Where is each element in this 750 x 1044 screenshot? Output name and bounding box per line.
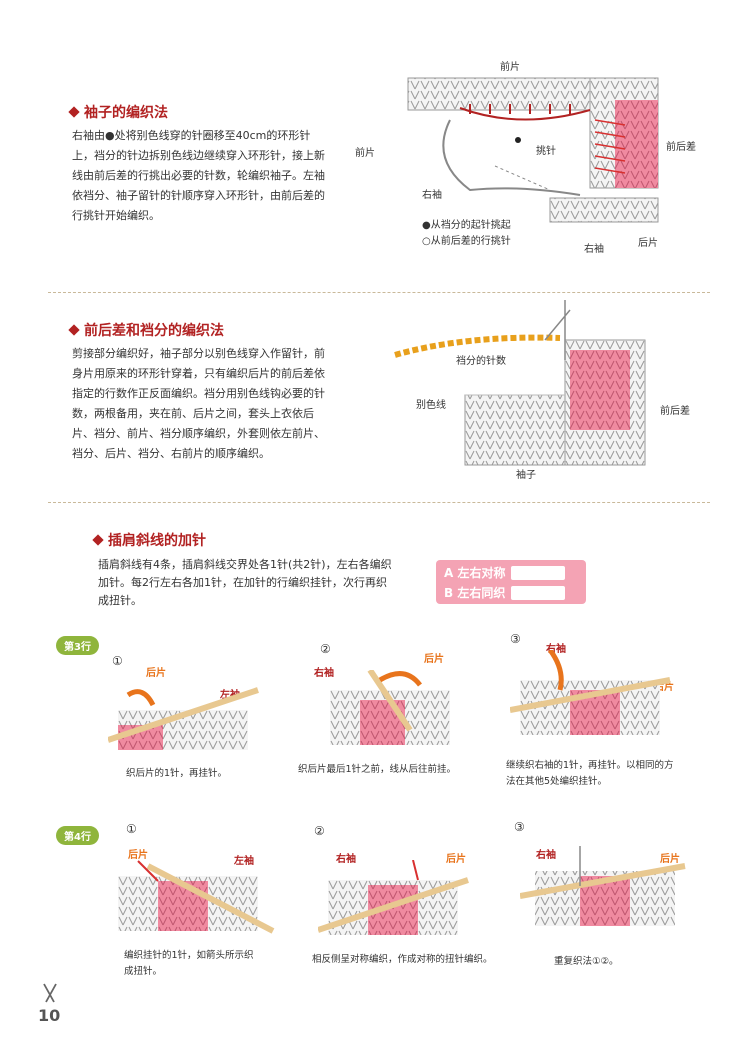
row4-badge: 第4行 — [56, 826, 99, 845]
row3-step2-illustration — [330, 670, 450, 745]
row4-step2-label-a: 右袖 — [336, 854, 356, 865]
row4-step3-caption: 重复织法①②。 — [554, 956, 619, 967]
label-front-back-diff-2: 前后差 — [660, 406, 690, 417]
note-circle: ○从前后差的行挑针 — [422, 236, 511, 247]
row4-step2-num: ② — [314, 824, 325, 838]
legend-a: A 左右对称 — [444, 564, 566, 581]
row3-step3-label-a: 右袖 — [546, 644, 566, 655]
row3-step1-illustration — [108, 687, 259, 750]
row4-step2-illustration — [318, 860, 469, 935]
gusset-diagram — [394, 300, 646, 466]
divider-2 — [48, 502, 710, 503]
label-back: 后片 — [638, 238, 658, 249]
section2-body: 剪接部分编织好，袖子部分以别色线穿入作留针，前 身片用原来的环形针穿着，只有编织… — [72, 347, 325, 460]
row3-step1-label-a: 后片 — [146, 668, 166, 679]
label-right-sleeve-bottom: 右袖 — [584, 244, 604, 255]
row4-step2-label-b: 后片 — [446, 854, 466, 865]
row4-step3-num: ③ — [514, 820, 525, 834]
diamond-bullet-icon — [68, 106, 80, 118]
legend-b: B 左右同织 — [444, 584, 566, 601]
row4-step2-caption: 相反侧呈对称编织，作成对称的扭针编织。 — [312, 954, 493, 965]
label-front-top: 前片 — [500, 62, 520, 73]
row4-step3-illustration — [520, 846, 686, 926]
scissors-icon — [43, 983, 57, 1003]
label-front-left: 前片 — [355, 148, 375, 159]
row4-step1-illustration — [118, 860, 275, 934]
row4-step1-caption: 编织挂针的1针，如箭头所示织 成扭针。 — [124, 950, 254, 977]
row4-step3-label-a: 右袖 — [536, 850, 556, 861]
diamond-bullet-icon — [92, 534, 104, 546]
section3-body: 插肩斜线有4条，插肩斜线交界处各1针(共2针)，左右各编织 加针。每2行左右各加… — [98, 558, 392, 607]
row4-step1-label-b: 左袖 — [234, 856, 254, 867]
section1-title: 袖子的编织法 — [68, 102, 168, 122]
label-gusset-count: 裆分的针数 — [456, 356, 506, 367]
row3-step1-num: ① — [112, 654, 123, 668]
row4-step3-label-b: 后片 — [660, 854, 680, 865]
row4-step1-label-a: 后片 — [128, 850, 148, 861]
label-pick-up: 挑针 — [536, 146, 556, 157]
row4-step1-num: ① — [126, 822, 137, 836]
section3-title: 插肩斜线的加针 — [92, 530, 206, 550]
row3-step3-caption: 继续织右袖的1针，再挂针。以相同的方 法在其他5处编织挂针。 — [506, 760, 674, 787]
sleeve-diagram — [407, 77, 659, 223]
legend-box: A 左右对称 B 左右同织 — [436, 560, 586, 604]
note-dot: ●从裆分的起针挑起 — [422, 220, 511, 231]
row3-step2-label-b: 后片 — [424, 654, 444, 665]
row3-step2-num: ② — [320, 642, 331, 656]
section2-title: 前后差和裆分的编织法 — [68, 320, 224, 340]
label-sleeve: 袖子 — [516, 470, 536, 481]
row3-badge: 第3行 — [56, 636, 99, 655]
row3-step2-caption: 织后片最后1针之前，线从后往前挂。 — [298, 764, 457, 775]
diamond-bullet-icon — [68, 324, 80, 336]
label-waste-yarn: 别色线 — [416, 400, 446, 411]
row3-step1-label-b: 左袖 — [220, 690, 240, 701]
label-front-back-diff: 前后差 — [666, 142, 696, 153]
divider-1 — [48, 292, 710, 293]
row3-step3-illustration — [510, 650, 671, 735]
row3-step2-label-a: 右袖 — [314, 668, 334, 679]
twist-symbol-icon — [511, 565, 566, 580]
row3-step1-caption: 织后片的1针，再挂针。 — [126, 768, 228, 779]
label-right-sleeve: 右袖 — [422, 190, 442, 201]
row3-step3-label-b: 后片 — [654, 682, 674, 693]
section1-body: 右袖由●处将别色线穿的针圈移至40cm的环形针 上，裆分的针边拆别色线边继续穿入… — [72, 129, 325, 222]
twist-symbol-icon — [511, 585, 566, 600]
page-number: 10 — [38, 1006, 61, 1025]
row3-step3-num: ③ — [510, 632, 521, 646]
